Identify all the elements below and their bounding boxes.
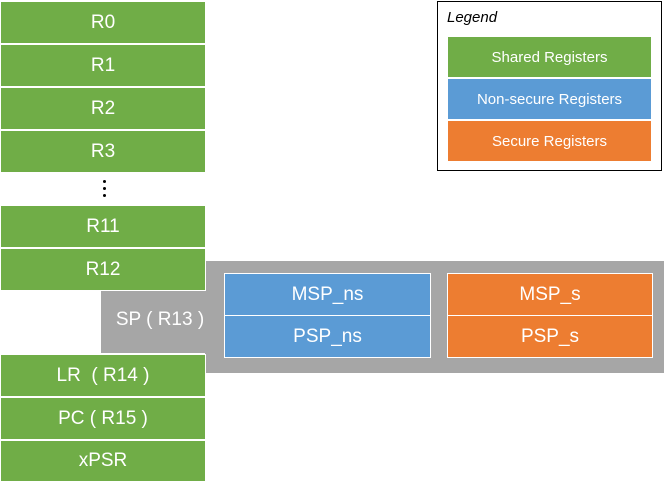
register-r0: R0: [0, 1, 206, 44]
ellipsis-vertical-icon: [97, 176, 111, 200]
register-r2: R2: [0, 87, 206, 130]
legend-item-secure: Secure Registers: [448, 121, 651, 161]
register-r12: R12: [0, 248, 206, 291]
register-pc: PC ( R15 ): [0, 397, 206, 440]
sp-register-block: [101, 290, 211, 353]
register-xpsr: xPSR: [0, 440, 206, 482]
register-psp-ns: PSP_ns: [224, 315, 431, 358]
register-r1: R1: [0, 44, 206, 87]
register-msp-s: MSP_s: [447, 273, 653, 316]
legend-title: Legend: [447, 9, 498, 26]
register-psp-s: PSP_s: [447, 315, 653, 358]
sp-register-label: SP ( R13 ): [115, 309, 205, 330]
legend-item-shared: Shared Registers: [448, 37, 651, 77]
register-lr: LR ( R14 ): [0, 354, 206, 397]
legend-item-non-secure: Non-secure Registers: [448, 79, 651, 119]
register-msp-ns: MSP_ns: [224, 273, 431, 316]
register-r3: R3: [0, 130, 206, 173]
register-r11: R11: [0, 205, 206, 248]
